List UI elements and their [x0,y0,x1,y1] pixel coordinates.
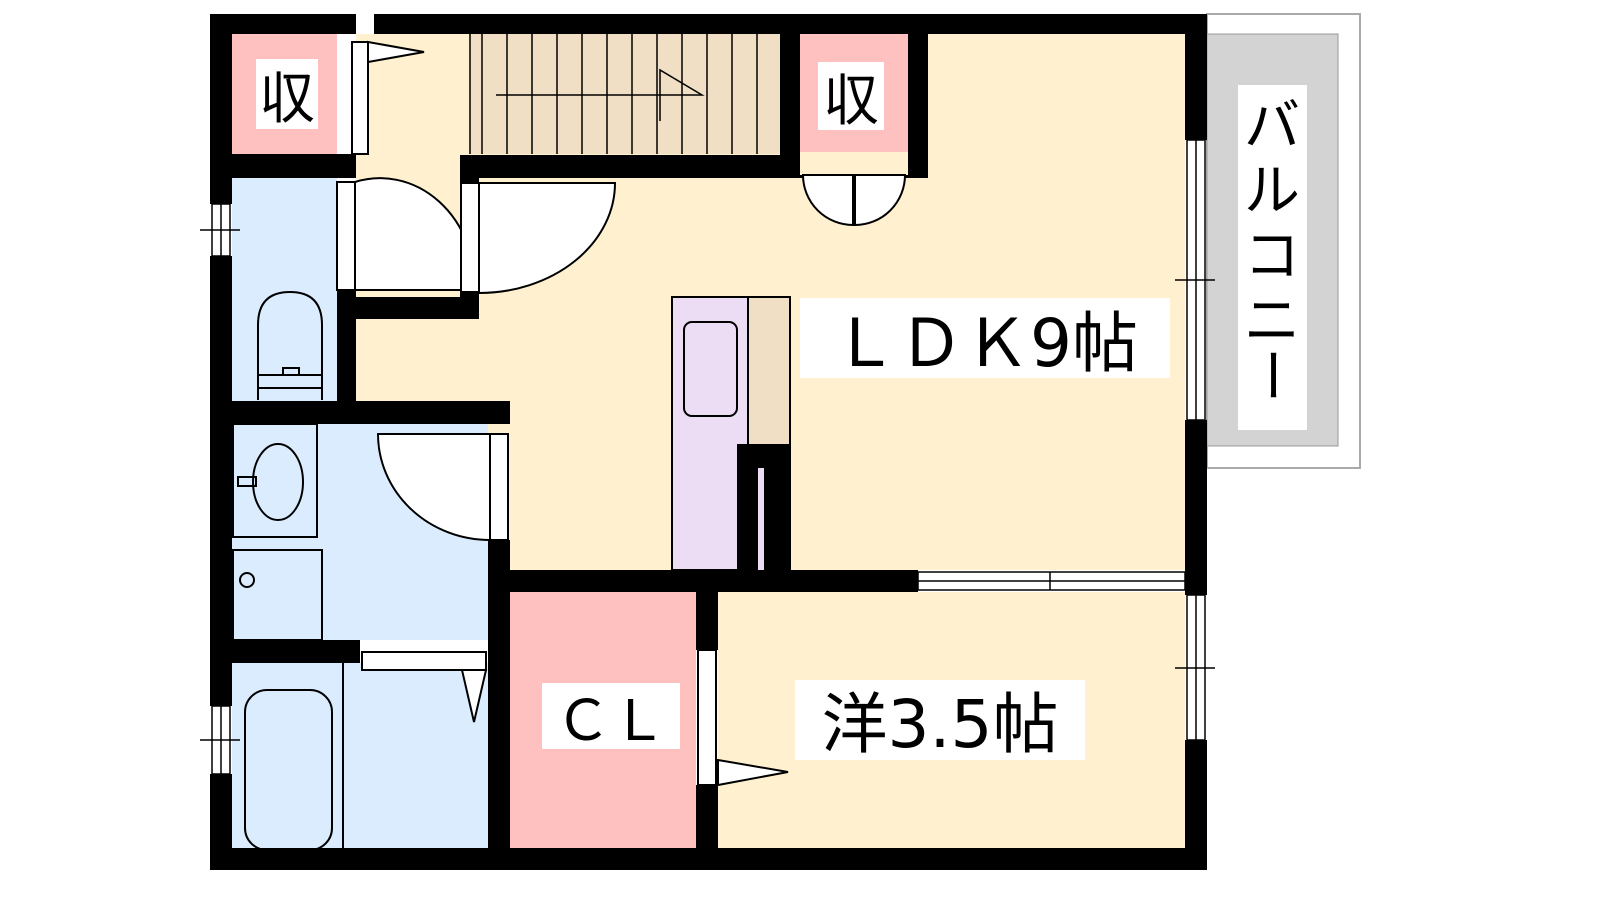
vanity-icon [232,423,318,538]
stairs [469,34,780,154]
washroom-door-frame [489,433,509,541]
storage-left-label: 収 [259,67,315,132]
closet-door-swing [717,758,789,787]
toilet-floor [232,178,337,401]
storage-right-door-right[interactable] [854,174,907,227]
storage-right-door-left[interactable] [801,174,854,227]
toilet-door-frame [336,181,356,291]
sink-icon [683,321,738,417]
toilet-icon [257,290,323,400]
kitchen [671,296,791,571]
balcony-label-2: ル [1244,159,1300,224]
bath-door[interactable] [361,651,487,671]
storage-left-door-swing [367,40,425,64]
windows [200,139,1215,775]
storage-left-door[interactable] [351,41,369,155]
stairs-arrow-icon [496,68,705,121]
closet-door[interactable] [697,649,717,786]
fixtures [232,290,344,851]
balcony-label-1: バ [1244,94,1300,159]
hall-door-frame [460,182,480,293]
hall-door[interactable] [478,182,617,295]
ldk-label: ＬＤＫ9帖 [832,305,1138,382]
washroom-door[interactable] [376,433,491,542]
bath-door-swing [460,669,488,723]
balcony: バ ル コ ニ ー [1206,13,1361,469]
storage-right-label: 収 [823,69,879,134]
western-room-label: 洋3.5帖 [822,686,1059,763]
balcony-label-4: ニ [1244,289,1300,354]
walls [210,14,1207,870]
bathroom-floor [232,663,488,848]
bathtub-icon [244,689,333,851]
doors [336,40,907,787]
closet-label: ＣＬ [555,689,667,754]
balcony-label-3: コ [1244,224,1300,289]
balcony-label-5: ー [1238,347,1303,403]
washer-icon [232,549,323,641]
